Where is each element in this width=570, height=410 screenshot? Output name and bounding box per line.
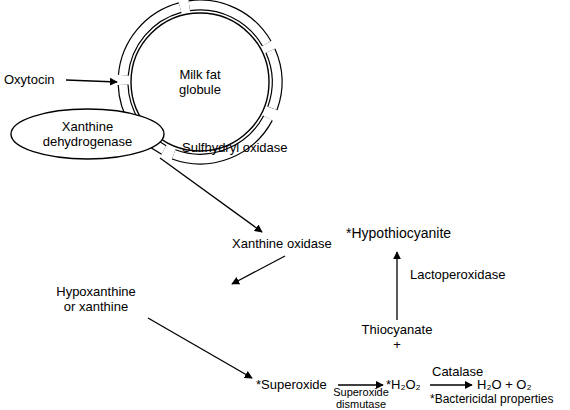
node-shape — [11, 109, 164, 159]
hormone-label: Oxytocin — [4, 72, 55, 87]
flow-arrow — [338, 384, 383, 385]
flow-arrow — [430, 384, 472, 385]
enzyme-ellipse: Xanthine dehydrogenase — [10, 108, 165, 160]
flow-arrow — [148, 318, 252, 378]
enzyme-label: Xanthine oxidase — [232, 236, 332, 251]
flow-arrow — [396, 252, 397, 320]
node-text: Xanthine dehydrogenase — [33, 119, 143, 149]
product-label: *Hypothiocyanite — [346, 226, 451, 241]
substrate-label: Thiocyanate + — [360, 322, 434, 352]
enzyme-label: Catalase — [432, 364, 483, 379]
product-label: H₂O + O₂ — [477, 377, 532, 392]
enzyme-label: Lactoperoxidase — [410, 267, 505, 282]
node-text-group: Milk fat globule — [165, 67, 235, 97]
node-text-group: Xanthine dehydrogenase — [33, 119, 143, 149]
product-label: *H₂O₂ — [386, 377, 421, 392]
substrate-label: Hypoxanthine or xanthine — [52, 284, 140, 314]
enzyme-label: Sulfhydryl oxidase — [182, 140, 288, 155]
membrane-outline — [270, 51, 277, 109]
flow-arrow — [160, 158, 262, 232]
product-label: *Superoxide — [256, 377, 327, 392]
flow-arrow — [66, 80, 117, 82]
membrane-fill — [270, 51, 277, 109]
node-text: Milk fat globule — [165, 67, 235, 97]
note-label: *Bactericidal properties — [430, 392, 553, 407]
flow-arrow — [232, 256, 285, 284]
